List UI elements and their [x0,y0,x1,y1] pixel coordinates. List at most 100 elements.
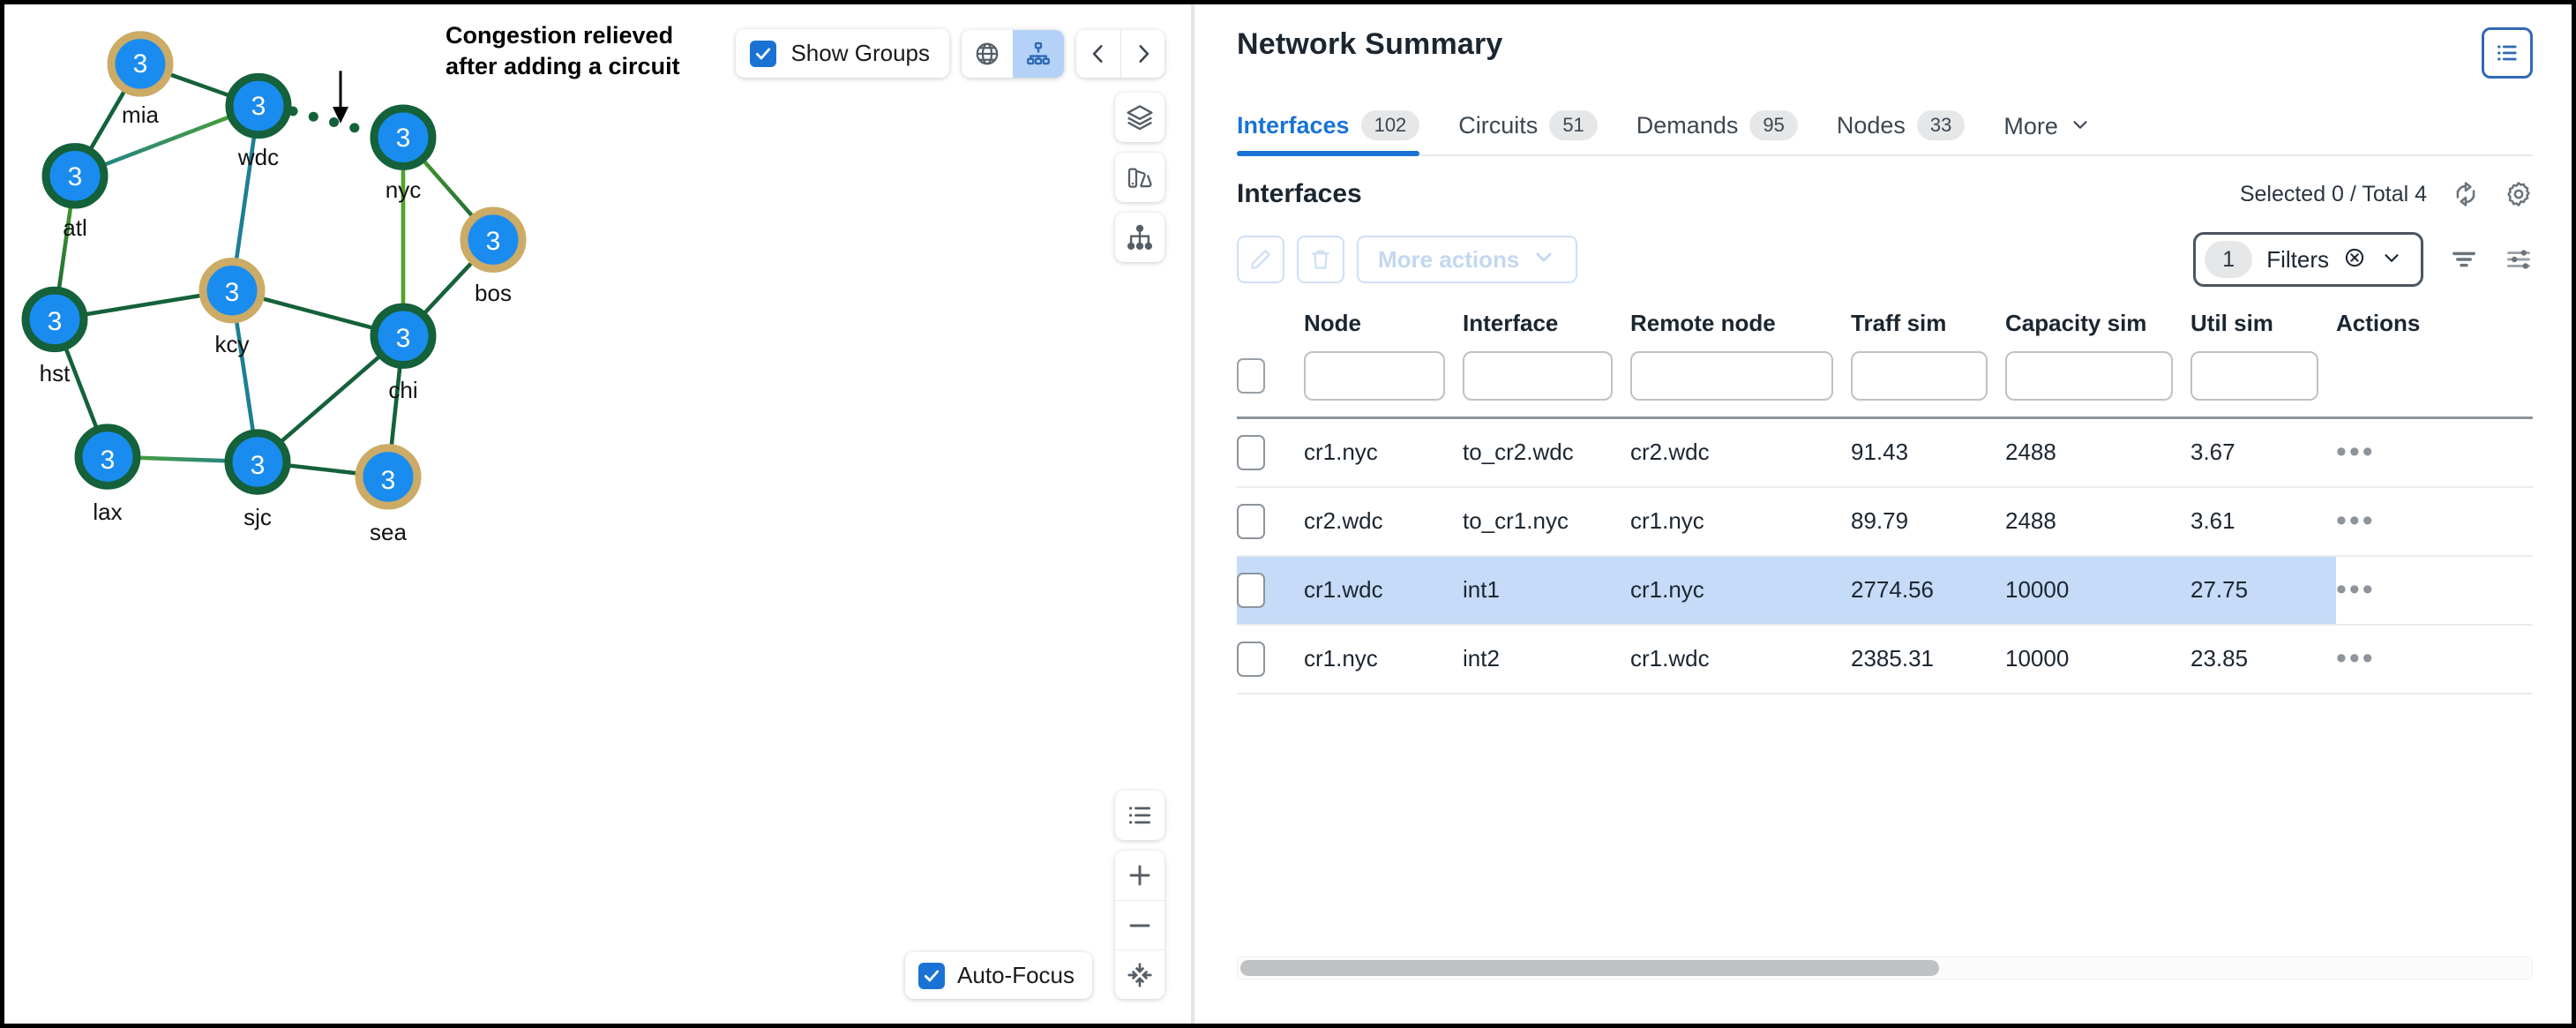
cell-actions[interactable]: ••• [2336,487,2533,556]
row-select-cell[interactable] [1237,418,1304,487]
filter-input-interface[interactable] [1463,351,1613,401]
sliders-icon[interactable] [2505,245,2533,274]
hierarchy-icon[interactable] [1013,29,1064,78]
more-actions-button[interactable]: More actions [1357,236,1578,283]
graph-node-mia[interactable] [107,31,174,97]
trash-icon[interactable] [1297,236,1344,283]
show-groups-toggle[interactable]: Show Groups [736,29,949,78]
palette-icon[interactable] [1115,153,1164,202]
filter-cell-interface[interactable] [1463,351,1630,418]
right-actions: 1 Filters [2193,232,2533,287]
chevron-left-icon[interactable] [1076,29,1120,78]
cell-actions[interactable]: ••• [2336,555,2533,625]
globe-icon[interactable] [962,29,1013,78]
filter-cell-node[interactable] [1304,351,1463,418]
row-select-cell[interactable] [1237,487,1304,556]
horizontal-scrollbar[interactable] [1237,957,2533,979]
tab-interfaces[interactable]: Interfaces 102 [1237,110,1420,156]
graph-node-chi[interactable] [370,303,437,369]
scrollbar-thumb[interactable] [1240,960,1940,976]
plus-icon[interactable] [1115,851,1164,900]
network-map-panel[interactable]: Congestion relieved after adding a circu… [4,4,1191,1024]
auto-focus-label: Auto-Focus [957,962,1075,988]
chevron-down-icon [2380,246,2403,274]
filters-label: Filters [2266,245,2329,273]
show-groups-checkbox[interactable] [750,40,777,67]
graph-node-wdc[interactable] [225,72,292,139]
refresh-icon[interactable] [2452,180,2480,208]
row-actions-icon[interactable]: ••• [2336,435,2376,469]
graph-node-bos[interactable] [460,206,527,273]
node-label-wdc: wdc [237,144,280,170]
graph-node-nyc[interactable] [370,104,437,170]
th-remote-node[interactable]: Remote node [1630,310,1776,336]
filter-cell-actions [2336,351,2533,418]
filter-input-node[interactable] [1304,351,1445,401]
auto-focus-checkbox[interactable] [918,962,946,989]
tab-demands[interactable]: Demands 95 [1636,110,1798,154]
cell-util-sim: 27.75 [2190,555,2336,625]
minus-icon[interactable] [1115,900,1164,949]
tab-more[interactable]: More [2003,113,2092,154]
panel-divider[interactable] [1191,4,1194,1024]
row-actions-icon[interactable]: ••• [2336,573,2376,606]
topology-icon[interactable] [1115,213,1164,262]
pencil-icon[interactable] [1237,236,1284,283]
row-checkbox[interactable] [1237,434,1265,470]
more-actions-label: More actions [1378,245,1520,273]
gear-icon[interactable] [2505,180,2533,208]
row-select-cell[interactable] [1237,625,1304,694]
tab-circuits[interactable]: Circuits 51 [1458,110,1598,154]
filter-cell-capacity[interactable] [2005,351,2190,418]
fit-icon[interactable] [1115,949,1164,999]
cell-util-sim: 3.61 [2190,507,2235,534]
graph-node-sea[interactable] [355,444,422,510]
filter-input-remote-node[interactable] [1630,351,1833,401]
row-select-cell[interactable] [1237,555,1304,625]
tab-nodes[interactable]: Nodes 33 [1837,110,1966,154]
th-interface[interactable]: Interface [1463,310,1559,336]
graph-node-kcy[interactable] [198,258,266,324]
row-checkbox[interactable] [1237,503,1265,539]
filters-button[interactable]: 1 Filters [2193,232,2423,287]
filter-input-traff-sim[interactable] [1851,351,1988,401]
row-checkbox[interactable] [1237,641,1265,677]
graph-node-hst[interactable] [21,286,88,353]
auto-focus-toggle[interactable]: Auto-Focus [905,952,1092,999]
tab-badge: 102 [1360,110,1420,140]
th-capacity-sim[interactable]: Capacity sim [2005,310,2147,336]
view-mode-toggle[interactable] [962,29,1064,78]
cell-actions[interactable]: ••• [2336,625,2533,694]
chevron-right-icon[interactable] [1120,29,1164,78]
filter-input-capacity-sim[interactable] [2005,351,2173,401]
select-all-checkbox[interactable] [1237,358,1265,394]
layers-icon[interactable] [1115,93,1164,142]
th-node[interactable]: Node [1304,310,1361,336]
network-graph[interactable] [4,4,1191,1024]
graph-node-atl[interactable] [41,143,109,209]
new-circuit-edge[interactable] [288,106,376,138]
list-view-icon[interactable] [2482,27,2533,79]
cell-actions[interactable]: ••• [2336,418,2533,487]
filter-input-util-sim[interactable] [2190,351,2318,401]
row-actions-icon[interactable]: ••• [2336,504,2376,537]
filter-cell-util[interactable] [2190,351,2336,418]
list-icon[interactable] [1115,791,1164,840]
node-label-kcy: kcy [214,331,250,357]
row-actions-icon[interactable]: ••• [2336,642,2376,675]
graph-node-lax[interactable] [74,424,141,490]
filter-icon[interactable] [2450,245,2478,274]
filter-cell-traff[interactable] [1851,351,2005,418]
select-all-cell[interactable] [1237,351,1304,418]
graph-node-sjc[interactable] [224,429,291,495]
th-traff-sim[interactable]: Traff sim [1851,310,1947,336]
clear-filters-icon[interactable] [2343,246,2366,274]
filter-cell-remote[interactable] [1630,351,1851,418]
row-checkbox[interactable] [1237,572,1265,608]
th-util-sim[interactable]: Util sim [2190,310,2273,336]
map-nav-group[interactable] [1076,29,1164,78]
